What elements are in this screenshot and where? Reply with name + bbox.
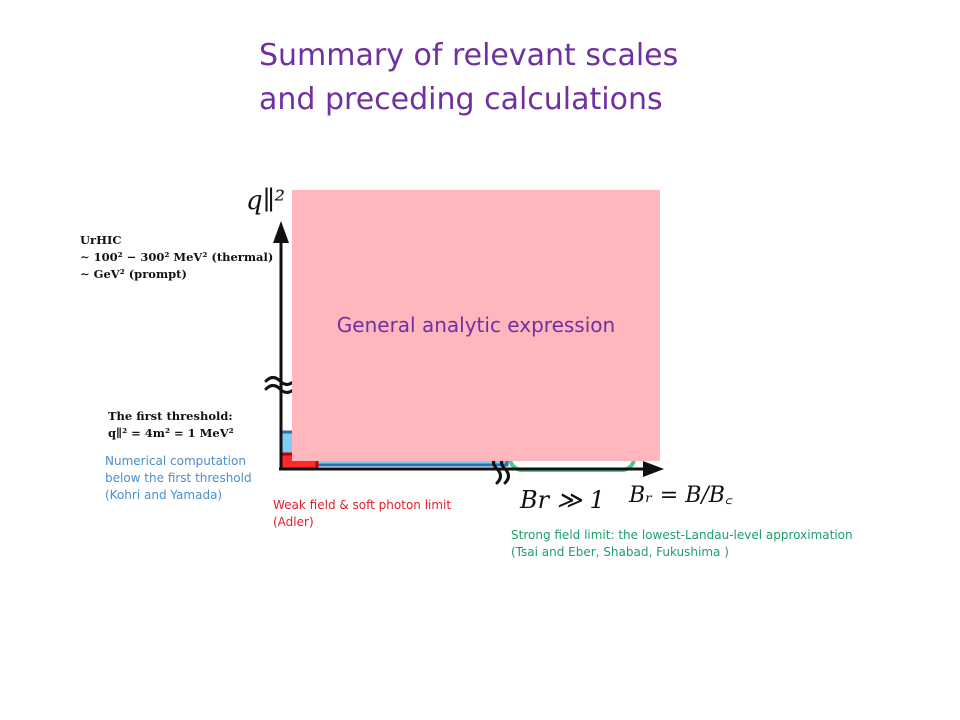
urhic-line-1: UrHIC	[80, 233, 122, 247]
x-axis-arrowhead	[643, 461, 664, 477]
weak-field-note: Weak field & soft photon limit (Adler)	[273, 497, 451, 531]
y-axis-break-mark	[264, 376, 296, 394]
y-axis-label: q∥²	[246, 186, 286, 216]
weak-note-line-1: Weak field & soft photon limit	[273, 498, 452, 512]
strong-field-condition-label: Br ≫ 1	[520, 486, 605, 514]
strong-field-note: Strong field limit: the lowest-Landau-le…	[511, 527, 853, 561]
urhic-scale-label: UrHIC ∼ 100² − 300² MeV² (thermal) ∼ GeV…	[80, 232, 273, 283]
numerical-note-line-1: Numerical computation	[105, 454, 246, 468]
strong-note-line-1: Strong field limit: the lowest-Landau-le…	[511, 528, 853, 542]
urhic-line-3: ∼ GeV² (prompt)	[80, 267, 187, 281]
title-line-1: Summary of relevant scales	[259, 38, 679, 73]
y-axis-arrowhead	[273, 221, 289, 243]
numerical-note-line-2: below the first threshold	[105, 471, 252, 485]
numerical-computation-note: Numerical computation below the first th…	[105, 453, 252, 504]
strong-note-line-2: (Tsai and Eber, Shabad, Fukushima )	[511, 545, 729, 559]
page-title: Summary of relevant scales and preceding…	[259, 34, 678, 122]
x-axis-label: Bᵣ = B/B꜀	[629, 483, 733, 508]
threshold-line-1: The first threshold:	[108, 409, 233, 423]
title-line-2: and preceding calculations	[259, 82, 663, 117]
urhic-line-2: ∼ 100² − 300² MeV² (thermal)	[80, 250, 274, 264]
general-expression-label: General analytic expression	[336, 313, 616, 337]
threshold-line-2: q∥² = 4m² = 1 MeV²	[108, 426, 234, 440]
numerical-note-line-3: (Kohri and Yamada)	[105, 488, 223, 502]
first-threshold-label: The first threshold: q∥² = 4m² = 1 MeV²	[108, 408, 234, 442]
weak-note-line-2: (Adler)	[273, 515, 314, 529]
general-expression-box	[292, 190, 660, 461]
